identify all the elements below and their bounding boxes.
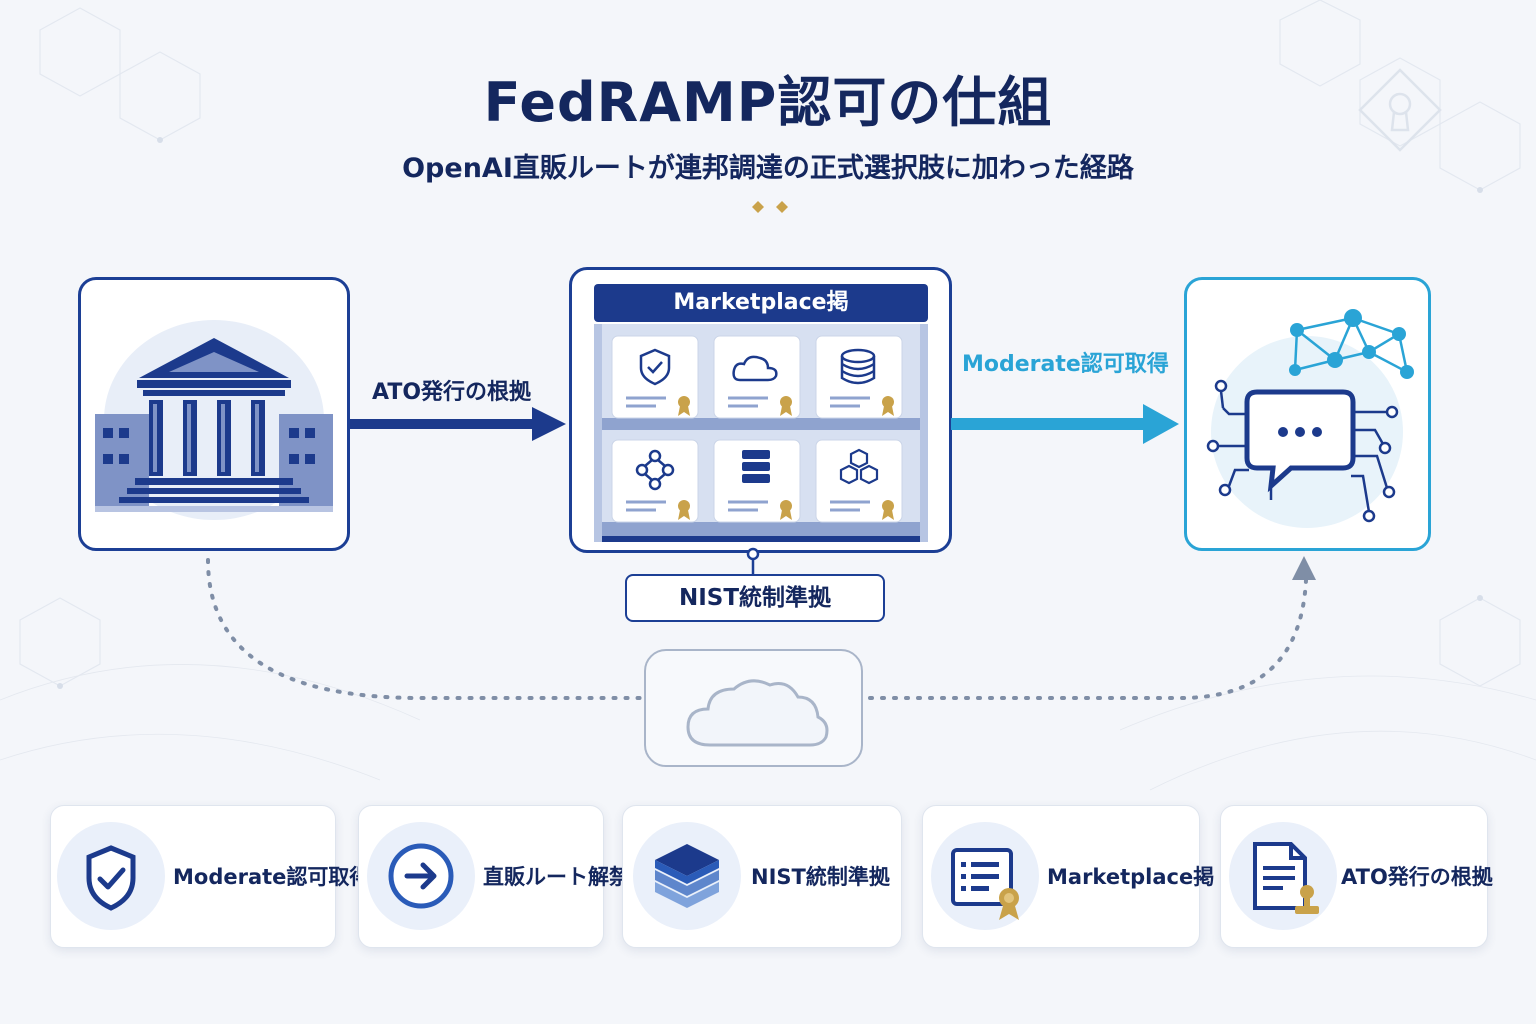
government-panel (78, 277, 350, 551)
network-nodes-icon (635, 449, 675, 491)
nist-connector (746, 547, 760, 575)
feature-card-direct-sales: 直販ルート解禁 (358, 805, 630, 948)
card-icon-circle (633, 822, 741, 930)
database-icon (840, 348, 876, 385)
card-label: ATO発行の根拠 (1341, 865, 1493, 889)
shield-check-icon (86, 845, 136, 911)
arrow-to-marketplace (350, 407, 566, 441)
card-icon-circle (367, 822, 475, 930)
page-title: FedRAMP認可の仕組 (483, 71, 1053, 134)
marketplace-items (611, 335, 903, 523)
arrow-right-circle-icon (388, 843, 454, 909)
card-icon-circle (931, 822, 1039, 930)
shield-check-icon (639, 348, 671, 386)
layers-icon (655, 844, 719, 908)
card-label: Moderate認可取得 (173, 865, 371, 889)
document-stamp-icon (1253, 842, 1319, 914)
label-ato: ATO発行の根拠 (372, 380, 532, 405)
hexagon-cluster-icon (839, 448, 879, 485)
server-icon (742, 450, 770, 483)
card-label: NIST統制準拠 (751, 865, 890, 889)
government-building-icon (95, 320, 333, 520)
cloud-icon (732, 355, 778, 382)
feature-card-marketplace: Marketplace掲 (922, 805, 1214, 948)
cloud-outline-icon (686, 679, 829, 747)
card-icon-circle (1229, 822, 1337, 930)
title-divider (380, 201, 1156, 213)
card-icon-circle (57, 822, 165, 930)
openai-panel (1184, 277, 1431, 551)
card-label: Marketplace掲 (1047, 865, 1215, 889)
feature-card-ato: ATO発行の根拠 (1220, 805, 1493, 948)
arrow-to-openai (951, 404, 1179, 444)
keyhole-watermark-icon (1358, 68, 1442, 152)
marketplace-header: Marketplace掲 (594, 284, 928, 322)
feature-card-nist: NIST統制準拠 (622, 805, 902, 948)
label-moderate: Moderate認可取得 (962, 352, 1169, 377)
nist-compliance-box: NIST統制準拠 (625, 574, 885, 622)
cloud-box (644, 649, 863, 767)
ai-chat-network-icon (1206, 309, 1414, 528)
card-label: 直販ルート解禁 (483, 865, 630, 889)
feature-card-moderate: Moderate認可取得 (50, 805, 370, 948)
marketplace-panel: Marketplace掲 (569, 267, 952, 553)
certificate-list-icon (951, 848, 1019, 920)
page-subtitle: OpenAI直販ルートが連邦調達の正式選択肢に加わった経路 (402, 153, 1134, 184)
